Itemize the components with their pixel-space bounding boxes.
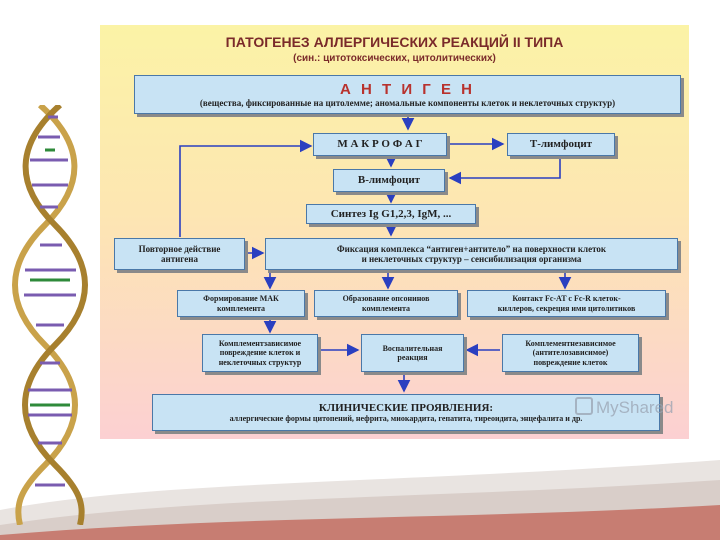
contact-line-1: Контакт Fc-AT с Fc-R клеток- [512,294,621,304]
dna-helix-image [12,105,88,525]
b-lymphocyte-box: В-лимфоцит [333,169,445,192]
inflammation-line-2: реакция [397,353,428,362]
antibody-damage-line-3: повреждение клеток [533,357,608,367]
opsonins-line-2: комплемента [361,303,411,313]
antibody-damage-box: Комплементнезависимое (антителозависимое… [502,334,639,372]
t-lymphocyte-box: Т-лимфоцит [507,133,615,156]
opsonins-box: Образование опсонинов комплемента [314,290,458,317]
clinical-description: аллергические формы цитопений, нефрита, … [229,414,583,424]
synthesis-box: Синтез Ig G1,2,3, IgM, ... [306,204,476,224]
antibody-damage-line-1: Комплементнезависимое [525,339,616,349]
synthesis-label: Синтез Ig G1,2,3, IgM, ... [330,207,452,220]
repeat-antigen-line-1: Повторное действие [138,243,221,254]
macrophage-box: М А К Р О Ф А Г [313,133,447,156]
macrophage-label: М А К Р О Ф А Г [337,138,423,151]
fixation-line-1: Фиксация комплекса “антиген+антитело” на… [336,243,607,254]
complement-damage-line-3: неклеточных структур [218,357,302,367]
antibody-damage-line-2: (антителозависимое) [532,348,609,358]
opsonins-line-1: Образование опсонинов [342,294,430,304]
myshared-watermark: MyShared [575,397,673,418]
b-lymphocyte-label: В-лимфоцит [357,174,421,187]
contact-line-2: киллеров, секреция ими цитолитиков [497,303,636,313]
mak-line-2: комплемента [216,303,266,313]
antigen-box: А Н Т И Г Е Н (вещества, фиксированные н… [134,75,681,114]
antigen-heading: А Н Т И Г Е Н [340,80,475,98]
inflammation-box: Воспалительная реакция [361,334,464,372]
complement-damage-line-2: повреждение клеток и [219,348,301,358]
diagram-subtitle: (син.: цитотоксических, цитолитических) [293,53,496,64]
inflammation-line-1: Воспалительная [382,343,443,353]
watermark-logo-icon [575,397,593,415]
antigen-description: (вещества, фиксированные на цитолемме; а… [199,97,616,108]
mak-box: Формирование МАК комплемента [177,290,305,317]
watermark-text: MyShared [596,398,674,417]
repeat-antigen-line-2: антигена [161,254,198,264]
diagram-title: ПАТОГЕНЕЗ АЛЛЕРГИЧЕСКИХ РЕАКЦИЙ II ТИПА [225,34,564,50]
fixation-box: Фиксация комплекса “антиген+антитело” на… [265,238,678,270]
contact-box: Контакт Fc-AT с Fc-R клеток- киллеров, с… [467,290,666,317]
complement-damage-box: Комплементзависимое повреждение клеток и… [202,334,318,372]
fixation-line-2: и неклеточных структур – сенсибилизация … [361,254,582,264]
mak-line-1: Формирование МАК [203,294,279,304]
clinical-heading: КЛИНИЧЕСКИЕ ПРОЯВЛЕНИЯ: [318,401,494,414]
decorative-swoosh [0,460,720,540]
t-lymphocyte-label: Т-лимфоцит [529,138,593,151]
complement-damage-line-1: Комплементзависимое [218,339,302,349]
repeat-antigen-box: Повторное действие антигена [114,238,245,270]
